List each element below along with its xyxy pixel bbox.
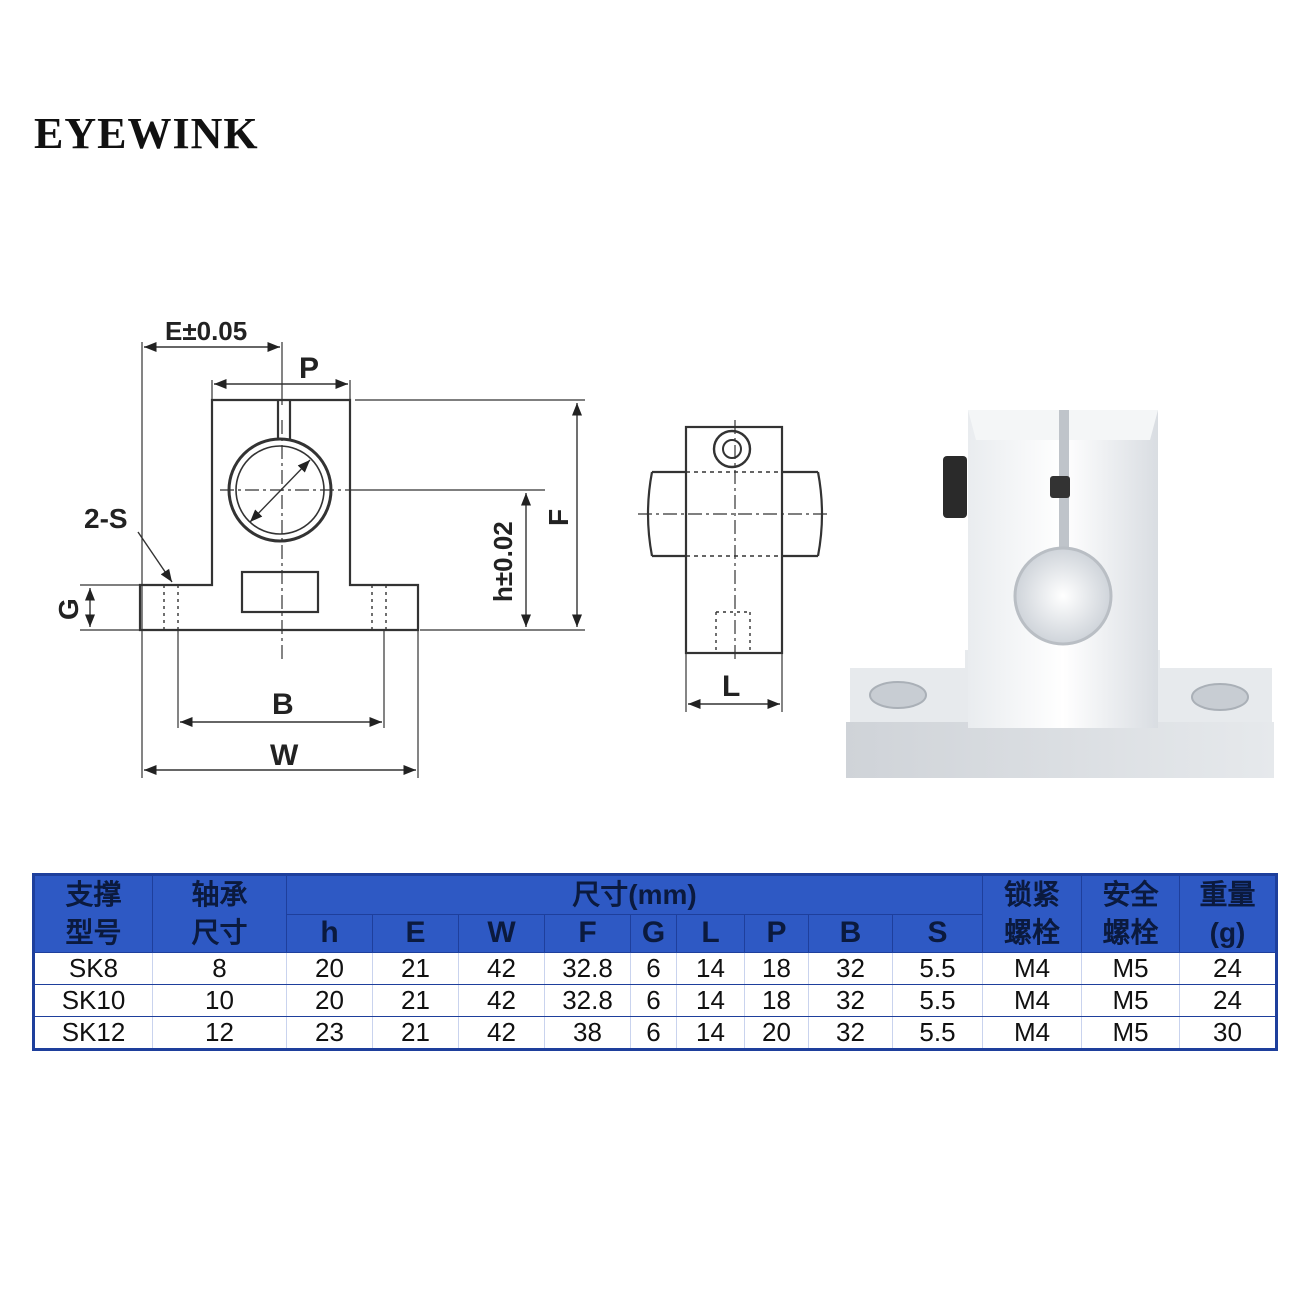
table-cell: 5.5 — [891, 984, 984, 1017]
table-cell: 20 — [286, 952, 373, 985]
table-cell: 6 — [630, 984, 677, 1017]
table-cell: 42 — [458, 1016, 545, 1050]
table-cell: 8 — [152, 952, 287, 985]
brand-logo: EYEWINK — [34, 109, 259, 158]
table-cell: M5 — [1081, 984, 1181, 1017]
label-b: B — [272, 688, 294, 721]
table-cell: M5 — [1081, 952, 1181, 985]
label-p: P — [299, 352, 319, 385]
header-b: B — [808, 913, 893, 954]
table-cell: 21 — [372, 1016, 459, 1050]
label-h: h±0.02 — [488, 521, 518, 602]
front-view — [80, 341, 585, 778]
technical-drawing: E±0.05 P 2-S G h±0.02 F B W L — [53, 316, 1274, 778]
table-row: SK10 10 20 21 42 32.8 6 14 18 32 5.5 M4 … — [32, 984, 1278, 1017]
table-cell: 21 — [372, 952, 459, 985]
table-cell: 14 — [676, 1016, 745, 1050]
table-cell: M4 — [982, 952, 1083, 985]
label-l: L — [722, 670, 740, 703]
header-safety-bolt: 安全螺栓 — [1081, 874, 1181, 953]
product-photo — [846, 410, 1274, 778]
table-cell: 10 — [152, 984, 287, 1017]
label-2s: 2-S — [84, 503, 128, 534]
header-h: h — [286, 913, 373, 954]
header-weight: 重量(g) — [1179, 874, 1278, 953]
table-cell: 24 — [1179, 984, 1278, 1017]
table-cell: M4 — [982, 1016, 1083, 1050]
table-cell: 32 — [808, 952, 893, 985]
table-cell: 42 — [458, 952, 545, 985]
table-cell: 18 — [744, 952, 809, 985]
table-cell: 6 — [630, 1016, 677, 1050]
header-s: S — [891, 913, 984, 954]
table-cell: 5.5 — [891, 1016, 984, 1050]
table-cell: 23 — [286, 1016, 373, 1050]
label-w: W — [270, 739, 299, 772]
header-p: P — [744, 913, 809, 954]
table-cell: 32.8 — [544, 952, 631, 985]
table-cell: SK8 — [32, 952, 153, 985]
header-lock-bolt: 锁紧螺栓 — [982, 874, 1083, 953]
table-cell: SK12 — [32, 1016, 153, 1050]
header-bore: 轴承尺寸 — [152, 874, 287, 953]
table-cell: 5.5 — [891, 952, 984, 985]
label-f: F — [543, 509, 574, 526]
header-dimensions: 尺寸(mm) — [285, 874, 984, 915]
table-cell: 6 — [630, 952, 677, 985]
header-w: W — [458, 913, 545, 954]
table-cell: M5 — [1081, 1016, 1181, 1050]
table-cell: 21 — [372, 984, 459, 1017]
table-cell: 14 — [676, 952, 745, 985]
table-cell: 24 — [1179, 952, 1278, 985]
table-cell: 20 — [286, 984, 373, 1017]
header-e: E — [372, 913, 459, 954]
table-cell: 32 — [808, 1016, 893, 1050]
table-cell: 18 — [744, 984, 809, 1017]
spec-table: 支撑型号 轴承尺寸 尺寸(mm) 锁紧螺栓 安全螺栓 重量(g) h E W F… — [32, 873, 1279, 1051]
table-cell: 12 — [152, 1016, 287, 1050]
table-cell: 42 — [458, 984, 545, 1017]
table-cell: 30 — [1179, 1016, 1278, 1050]
label-e: E±0.05 — [165, 316, 247, 346]
header-model: 支撑型号 — [33, 874, 153, 953]
table-cell: M4 — [982, 984, 1083, 1017]
table-cell: 32 — [808, 984, 893, 1017]
table-row: SK8 8 20 21 42 32.8 6 14 18 32 5.5 M4 M5… — [32, 952, 1278, 985]
header-f: F — [544, 913, 631, 954]
side-view — [638, 420, 830, 712]
table-cell: 38 — [544, 1016, 631, 1050]
table-cell: 32.8 — [544, 984, 631, 1017]
label-g: G — [53, 598, 84, 620]
table-cell: 20 — [744, 1016, 809, 1050]
table-cell: 14 — [676, 984, 745, 1017]
table-cell: SK10 — [32, 984, 153, 1017]
header-g: G — [630, 913, 677, 954]
table-row: SK12 12 23 21 42 38 6 14 20 32 5.5 M4 M5… — [32, 1016, 1278, 1050]
header-l: L — [676, 913, 745, 954]
